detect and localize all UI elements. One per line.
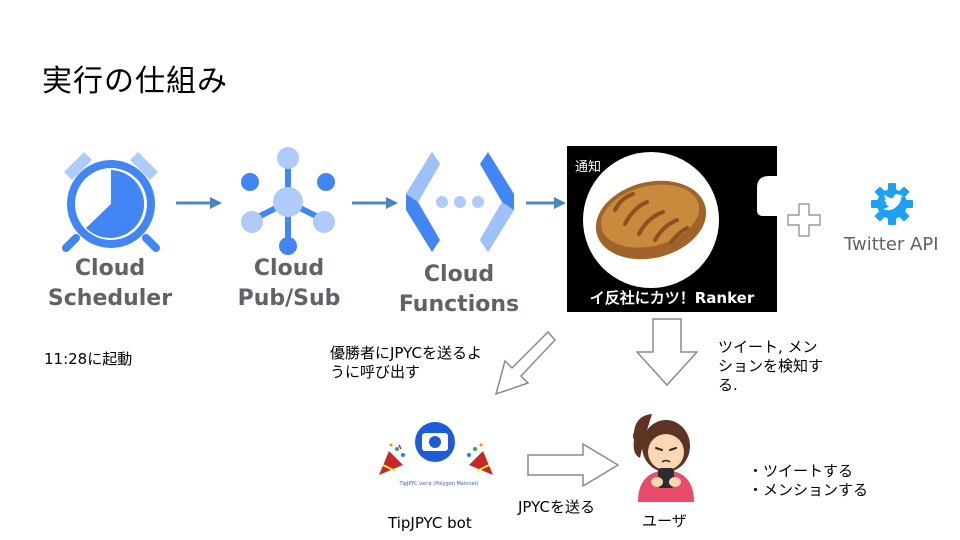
schedule-note: 11:28に起動 [44, 350, 133, 368]
tipjpyc-card-text: TipJPYC ver.α (Polygon Mainnet) [399, 481, 479, 487]
page-title: 実行の仕組み [42, 64, 228, 99]
twitter-gear-icon [871, 183, 913, 225]
user-label: ユーザ [642, 512, 687, 530]
app-side-icon [757, 176, 777, 216]
flow-arrow-3 [526, 197, 566, 209]
down-hollow-arrow [636, 318, 698, 386]
ranker-app-image: 通知 イ反社にカツ！Ranker [567, 146, 777, 312]
flow-arrow-1 [176, 197, 222, 209]
flow-arrow-2 [352, 197, 398, 209]
twitter-api-label: Twitter API [844, 234, 939, 255]
tipjpyc-logo-icon [415, 422, 455, 462]
alarm-clock-icon [62, 152, 160, 252]
user-avatar-icon [633, 414, 694, 502]
detect-note: ツイート, メン ションを検知す る. [718, 338, 824, 394]
tipjpyc-bot-card: TipJPYC ver.α (Polygon Mainnet) [375, 413, 497, 497]
party-popper-left-icon [379, 443, 405, 475]
user-actions: ・ツイートする ・メンションする [748, 462, 869, 499]
ranker-caption: イ反社にカツ！Ranker [589, 289, 755, 307]
service-label-scheduler: Cloud Scheduler [47, 256, 173, 311]
plus-icon [787, 203, 821, 237]
diagonal-hollow-arrow [494, 330, 556, 396]
transfer-label: JPYCを送る [518, 498, 595, 516]
functions-bracket-icon [406, 152, 514, 252]
bot-label: TipJPYC bot [388, 514, 472, 532]
party-popper-right-icon [467, 443, 493, 475]
ranker-notification: 通知 [575, 160, 602, 175]
pubsub-hub-icon [241, 147, 335, 255]
service-label-pubsub: Cloud Pub/Sub [237, 256, 341, 311]
service-label-functions: Cloud Functions [398, 262, 520, 317]
right-hollow-arrow [527, 443, 619, 487]
send-jpyc-note: 優勝者にJPYCを送るよ うに呼び出す [330, 344, 482, 381]
fried-bread-icon [583, 152, 719, 288]
